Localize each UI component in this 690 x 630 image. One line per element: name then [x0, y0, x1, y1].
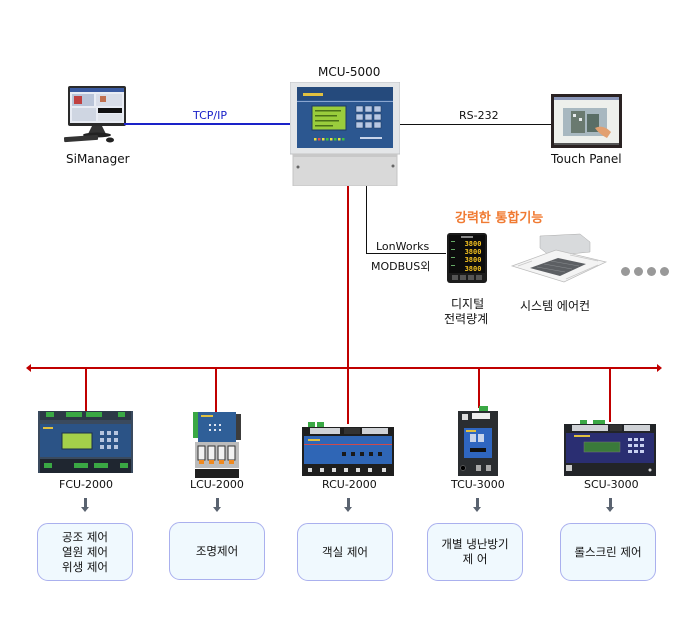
meter-reading-4: 3800	[465, 265, 482, 273]
rcu-functions-box: 객실 제어	[297, 523, 393, 581]
digital-power-meter-device: 3800 3800 3800 3800	[447, 233, 487, 283]
tcu-3000-label: TCU-3000	[451, 478, 505, 491]
fcu-drop-line	[85, 368, 87, 411]
power-meter-label-line1: 디지털	[451, 297, 485, 311]
meter-reading-2: 3800	[465, 248, 482, 256]
fcu-2000-device	[38, 411, 133, 473]
scu-drop-line	[609, 368, 611, 422]
power-meter-label-line2: 전력량계	[444, 312, 489, 326]
lcu-2000-label: LCU-2000	[190, 478, 244, 491]
bus-trunk-line	[347, 186, 349, 368]
rcu-down-arrow-icon	[344, 498, 352, 512]
tcu-down-arrow-icon	[473, 498, 481, 512]
lcu-down-arrow-icon	[213, 498, 221, 512]
tcu-functions-box: 개별 냉난방기 제 어	[427, 523, 523, 581]
lcu-function-lighting: 조명제어	[195, 543, 239, 558]
tcpip-label: TCP/IP	[193, 109, 227, 122]
scu-3000-device	[564, 420, 656, 476]
tcpip-link-line	[124, 123, 290, 125]
bus-left-arrow-icon	[26, 364, 31, 372]
scu-3000-label: SCU-3000	[584, 478, 639, 491]
touch-panel-device	[551, 94, 622, 148]
tcu-function-line2: 제 어	[462, 552, 488, 566]
field-bus-line	[30, 367, 658, 369]
mcu-5000-label: MCU-5000	[318, 65, 381, 79]
lcu-2000-device	[193, 412, 241, 478]
rcu-drop-line	[347, 368, 349, 424]
simanager-label: SiManager	[66, 152, 130, 166]
fcu-function-sanitary: 위생 제어	[62, 559, 108, 574]
meter-reading-1: 3800	[465, 240, 482, 248]
rs232-label: RS-232	[459, 109, 499, 122]
fcu-2000-label: FCU-2000	[59, 478, 114, 491]
fcu-functions-box: 공조 제어 열원 제어 위생 제어	[37, 523, 133, 581]
scu-functions-box: 롤스크린 제어	[560, 523, 656, 581]
tcu-3000-device	[458, 406, 498, 476]
lcu-functions-box: 조명제어	[169, 522, 265, 580]
scu-function-rollscreen: 롤스크린 제어	[574, 544, 642, 559]
meter-reading-3: 3800	[465, 256, 482, 264]
bus-right-arrow-icon	[657, 364, 662, 372]
lonworks-link-line-vertical	[366, 186, 367, 254]
touch-panel-label: Touch Panel	[551, 152, 622, 166]
simanager-computer-icon	[62, 84, 132, 146]
scu-down-arrow-icon	[606, 498, 614, 512]
rcu-function-room: 객실 제어	[322, 544, 368, 559]
rcu-2000-label: RCU-2000	[322, 478, 377, 491]
integration-title: 강력한 통합기능	[455, 211, 544, 226]
fcu-function-heat-source: 열원 제어	[62, 544, 108, 559]
mcu-5000-device	[289, 81, 401, 187]
system-air-conditioner-device	[510, 232, 608, 284]
tcu-drop-line	[478, 368, 480, 408]
lonworks-link-line-horizontal	[366, 253, 446, 254]
fcu-function-hvac: 공조 제어	[62, 529, 108, 544]
rs232-link-line	[400, 124, 551, 125]
tcu-function-line1: 개별 냉난방기	[441, 537, 509, 551]
lcu-drop-line	[215, 368, 217, 412]
fcu-down-arrow-icon	[81, 498, 89, 512]
air-conditioner-label: 시스템 에어컨	[520, 299, 591, 313]
rcu-2000-device	[302, 422, 394, 476]
modbus-label: MODBUS외	[371, 260, 431, 273]
lonworks-label: LonWorks	[376, 240, 430, 253]
more-devices-dots-icon	[621, 261, 673, 280]
